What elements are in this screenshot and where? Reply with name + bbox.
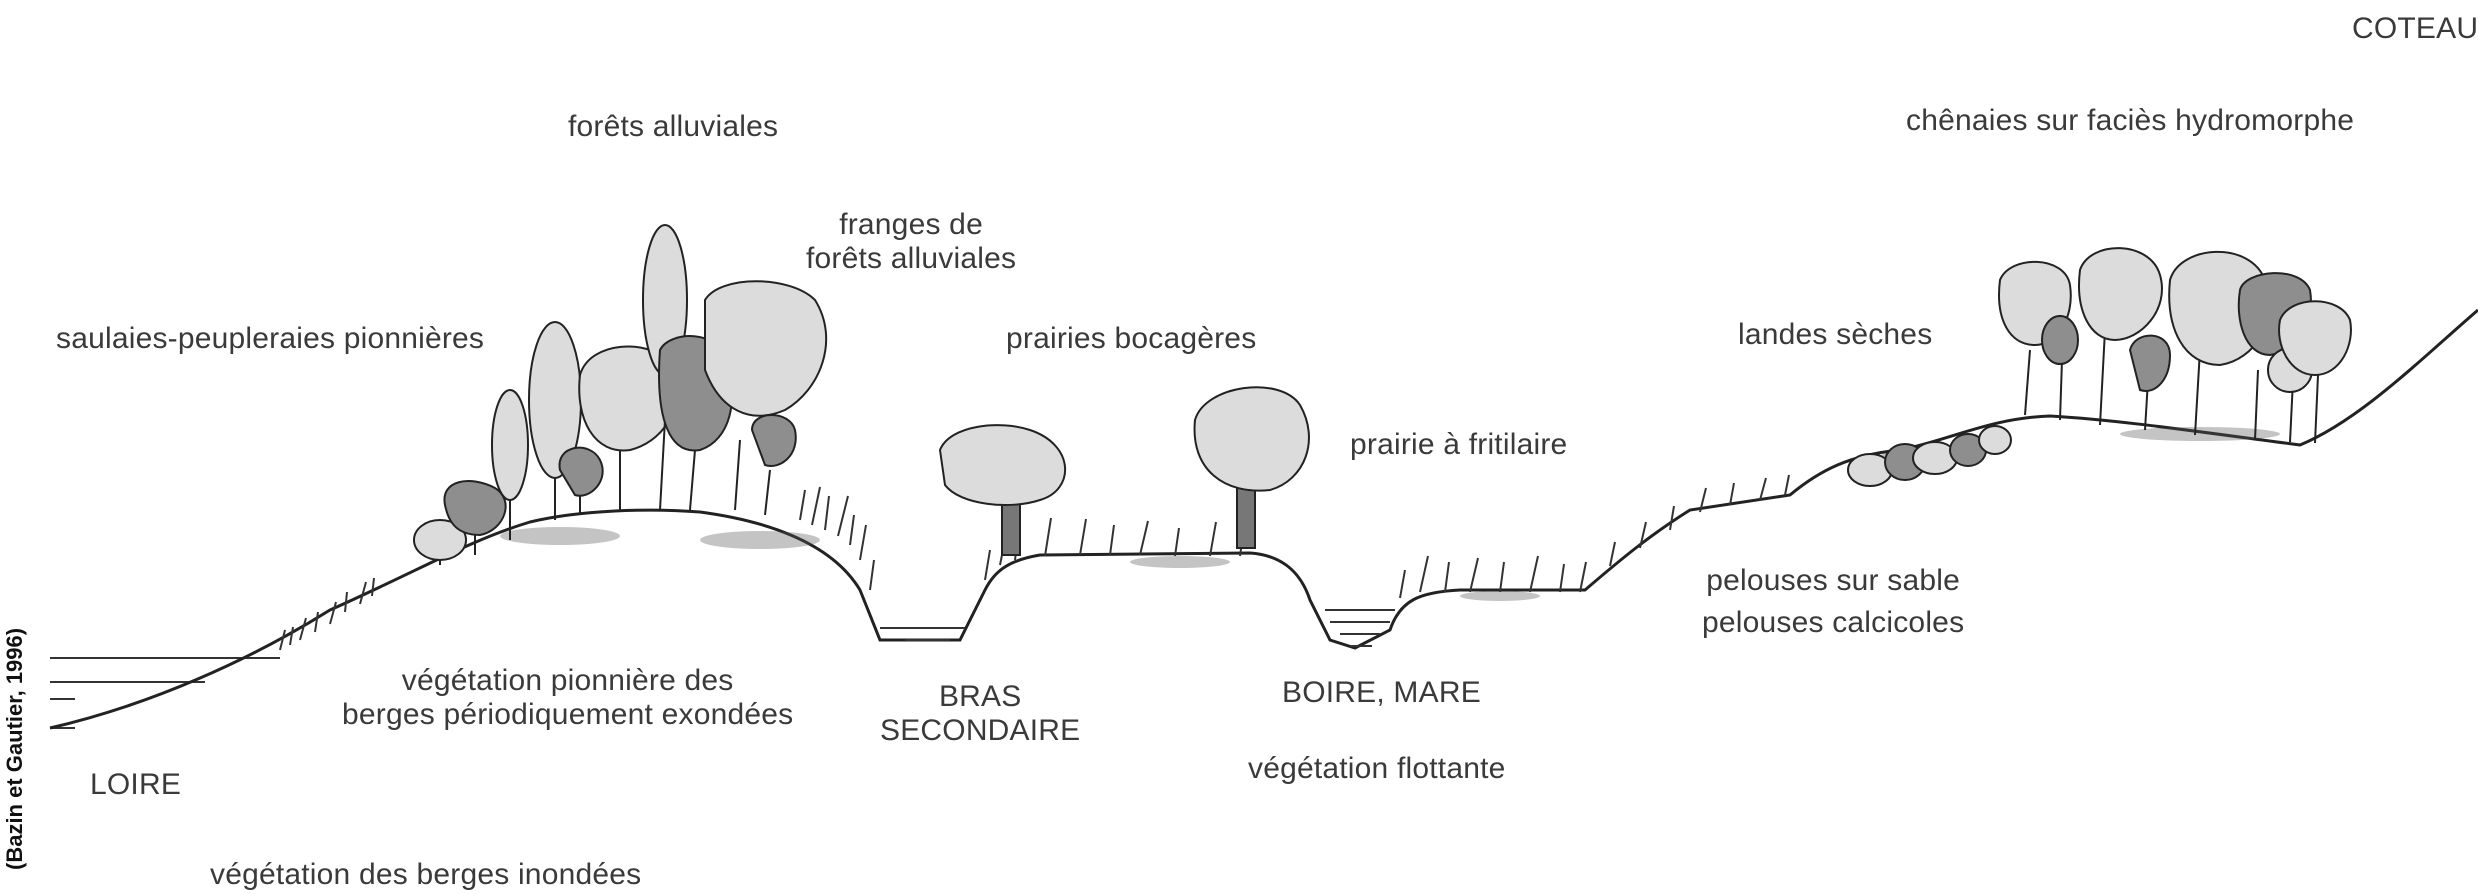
label-boire-mare: BOIRE, MARE: [1282, 676, 1481, 710]
label-chenaies: chênaies sur faciès hydromorphe: [1906, 104, 2354, 138]
label-pelouses: pelouses sur sable pelouses calcicoles: [1702, 564, 1964, 640]
label-prairie-fritilaire: prairie à fritilaire: [1350, 428, 1567, 462]
label-bras-secondaire: BRAS SECONDAIRE: [880, 680, 1080, 748]
label-coteau: COTEAU: [2352, 12, 2478, 46]
label-vegetation-flottante: végétation flottante: [1248, 752, 1506, 786]
label-pelouses-calcicoles: pelouses calcicoles: [1702, 606, 1964, 640]
label-loire: LOIRE: [90, 768, 181, 802]
label-franges-line2: forêts alluviales: [806, 242, 1016, 276]
label-forets-alluviales: forêts alluviales: [568, 110, 778, 144]
oak-trees: [1999, 248, 2351, 443]
alluvial-forest-trees: [414, 225, 826, 565]
landes-shrubs: [1848, 426, 2011, 486]
label-vegetation-pionniere: végétation pionnière des berges périodiq…: [342, 664, 793, 732]
label-landes-seches: landes sèches: [1738, 318, 1932, 352]
label-prairies-bocageres: prairies bocagères: [1006, 322, 1256, 356]
bras-water: [880, 628, 965, 640]
label-franges: franges de forêts alluviales: [806, 208, 1016, 276]
label-saulaies: saulaies-peupleraies pionnières: [56, 322, 484, 356]
label-pelouses-sable: pelouses sur sable: [1702, 564, 1964, 598]
label-franges-line1: franges de: [806, 208, 1016, 242]
label-vegetation-pionniere-line1: végétation pionnière des: [342, 664, 793, 698]
label-vegetation-berges-inondees: végétation des berges inondées: [210, 858, 641, 892]
label-vegetation-pionniere-line2: berges périodiquement exondées: [342, 698, 793, 732]
label-secondaire: SECONDAIRE: [880, 714, 1080, 748]
bocage-trees: [940, 387, 1309, 555]
source-credit: (Bazin et Gautier, 1996): [2, 628, 28, 870]
label-bras: BRAS: [880, 680, 1080, 714]
